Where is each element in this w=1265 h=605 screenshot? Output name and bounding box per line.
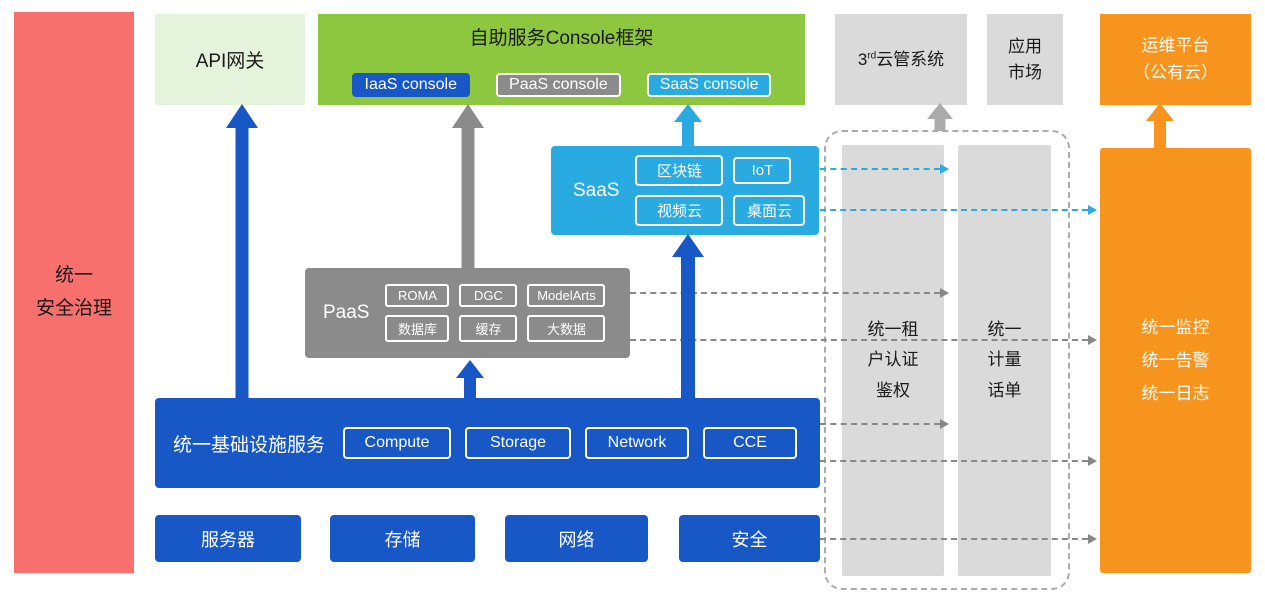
saas-layer-box: SaaS 区块链 IoT 视频云 桌面云 xyxy=(551,146,819,235)
infra-item-storage: Storage xyxy=(465,427,572,459)
saas-item-iot: IoT xyxy=(733,157,792,184)
tenant-auth-bar: 统一租 户认证 鉴权 xyxy=(842,145,944,576)
monitoring-bar: 统一监控 统一告警 统一日志 xyxy=(1100,148,1251,573)
iaas-console-chip: IaaS console xyxy=(351,73,471,97)
om-platform-box: 运维平台 （公有云） xyxy=(1100,14,1251,105)
resource-box-server: 服务器 xyxy=(155,515,301,562)
paas-item-dgc: DGC xyxy=(459,284,518,307)
console-frame-box: 自助服务Console框架 IaaS console PaaS console … xyxy=(318,14,805,105)
paas-layer-box: PaaS ROMA DGC ModelArts 数据库 缓存 大数据 xyxy=(305,268,630,358)
infra-item-compute: Compute xyxy=(343,427,452,459)
paas-item-cache: 缓存 xyxy=(459,315,518,342)
infra-item-cce: CCE xyxy=(703,427,798,459)
arrow-infra-to-saas xyxy=(672,234,704,398)
arrow-paas-to-console xyxy=(452,104,484,268)
infrastructure-label: 统一基础设施服务 xyxy=(173,434,326,456)
shared-services-dashed-container xyxy=(824,130,1070,590)
saas-item-video-cloud: 视频云 xyxy=(635,195,724,226)
saas-console-chip: SaaS console xyxy=(646,73,772,97)
infrastructure-layer-box: 统一基础设施服务 Compute Storage Network CCE xyxy=(155,398,820,488)
dashed-line-security-to-monitoring xyxy=(820,534,1097,544)
paas-item-database: 数据库 xyxy=(385,315,450,342)
paas-item-bigdata: 大数据 xyxy=(527,315,606,342)
resource-box-storage: 存储 xyxy=(330,515,475,562)
dashed-line-infra-to-monitoring xyxy=(820,456,1097,466)
paas-layer-label: PaaS xyxy=(323,302,370,323)
saas-layer-label: SaaS xyxy=(573,179,620,201)
third-party-cloud-mgmt-label: 3rd云管系统 xyxy=(857,49,945,69)
dashed-line-saas-to-auth xyxy=(820,164,949,174)
third-party-cloud-mgmt-box: 3rd云管系统 xyxy=(835,14,967,105)
third-party-superscript: rd xyxy=(867,50,877,62)
unified-security-governance-bar: 统一 安全治理 xyxy=(14,12,134,573)
dashed-line-infra-to-auth xyxy=(820,419,949,429)
console-chip-row: IaaS console PaaS console SaaS console xyxy=(351,73,772,97)
app-market-box: 应用 市场 xyxy=(987,14,1063,105)
metering-bar: 统一 计量 话单 xyxy=(958,145,1051,576)
saas-item-desktop-cloud: 桌面云 xyxy=(733,195,806,226)
resource-box-security: 安全 xyxy=(679,515,820,562)
console-frame-title: 自助服务Console框架 xyxy=(469,28,654,49)
paas-item-grid: ROMA DGC ModelArts 数据库 缓存 大数据 xyxy=(385,284,606,342)
paas-item-roma: ROMA xyxy=(385,284,450,307)
arrow-shared-to-third-party xyxy=(927,103,953,131)
infra-item-network: Network xyxy=(585,427,690,459)
resource-box-network: 网络 xyxy=(505,515,648,562)
dashed-line-paas-to-auth xyxy=(630,288,949,298)
dashed-line-saas-to-monitoring xyxy=(820,205,1097,215)
api-gateway-box: API网关 xyxy=(155,14,305,105)
arrow-saas-to-console xyxy=(674,104,702,146)
arrow-infra-to-paas xyxy=(456,360,484,398)
dashed-line-paas-to-monitoring xyxy=(630,335,1097,345)
paas-item-modelarts: ModelArts xyxy=(527,284,606,307)
paas-console-chip: PaaS console xyxy=(496,73,621,97)
arrow-monitoring-to-om-platform xyxy=(1146,103,1174,148)
saas-item-grid: 区块链 IoT 视频云 桌面云 xyxy=(635,155,806,226)
saas-item-blockchain: 区块链 xyxy=(635,155,724,186)
arrow-infra-to-api-gateway xyxy=(226,104,258,398)
